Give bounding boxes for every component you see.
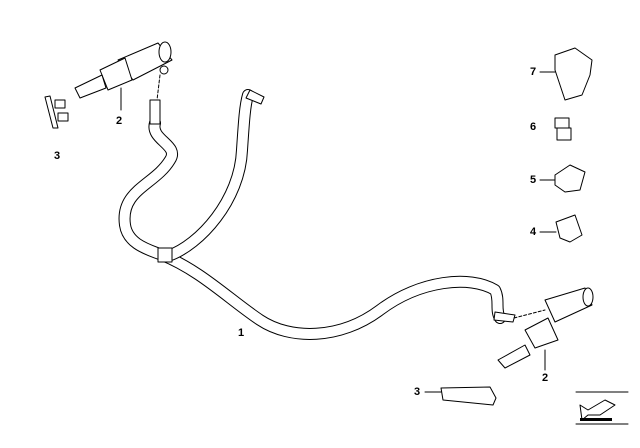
hose-1 bbox=[118, 89, 516, 340]
callout-cover-bottom: 3 bbox=[414, 386, 421, 398]
clip-6 bbox=[554, 117, 572, 141]
clip-5 bbox=[539, 164, 586, 193]
cover-bottom bbox=[424, 386, 497, 406]
callout-cover-top: 3 bbox=[54, 150, 61, 162]
callout-pump-bottom: 2 bbox=[542, 372, 549, 384]
callout-clip-6: 6 bbox=[530, 121, 537, 133]
t-connector bbox=[157, 247, 173, 263]
direction-arrow-icon bbox=[575, 391, 629, 425]
washer-pump-bottom bbox=[497, 287, 594, 371]
cover-top bbox=[44, 95, 69, 129]
clip-7 bbox=[539, 47, 593, 101]
elbow-connector bbox=[245, 89, 265, 105]
washer-pump-top bbox=[74, 41, 173, 111]
callout-pump-top: 2 bbox=[116, 115, 123, 127]
callout-clip-7: 7 bbox=[530, 66, 537, 78]
callout-clip-4: 4 bbox=[530, 226, 537, 238]
callout-clip-5: 5 bbox=[530, 174, 537, 186]
callout-hose: 1 bbox=[238, 327, 245, 339]
clip-4 bbox=[539, 214, 583, 243]
